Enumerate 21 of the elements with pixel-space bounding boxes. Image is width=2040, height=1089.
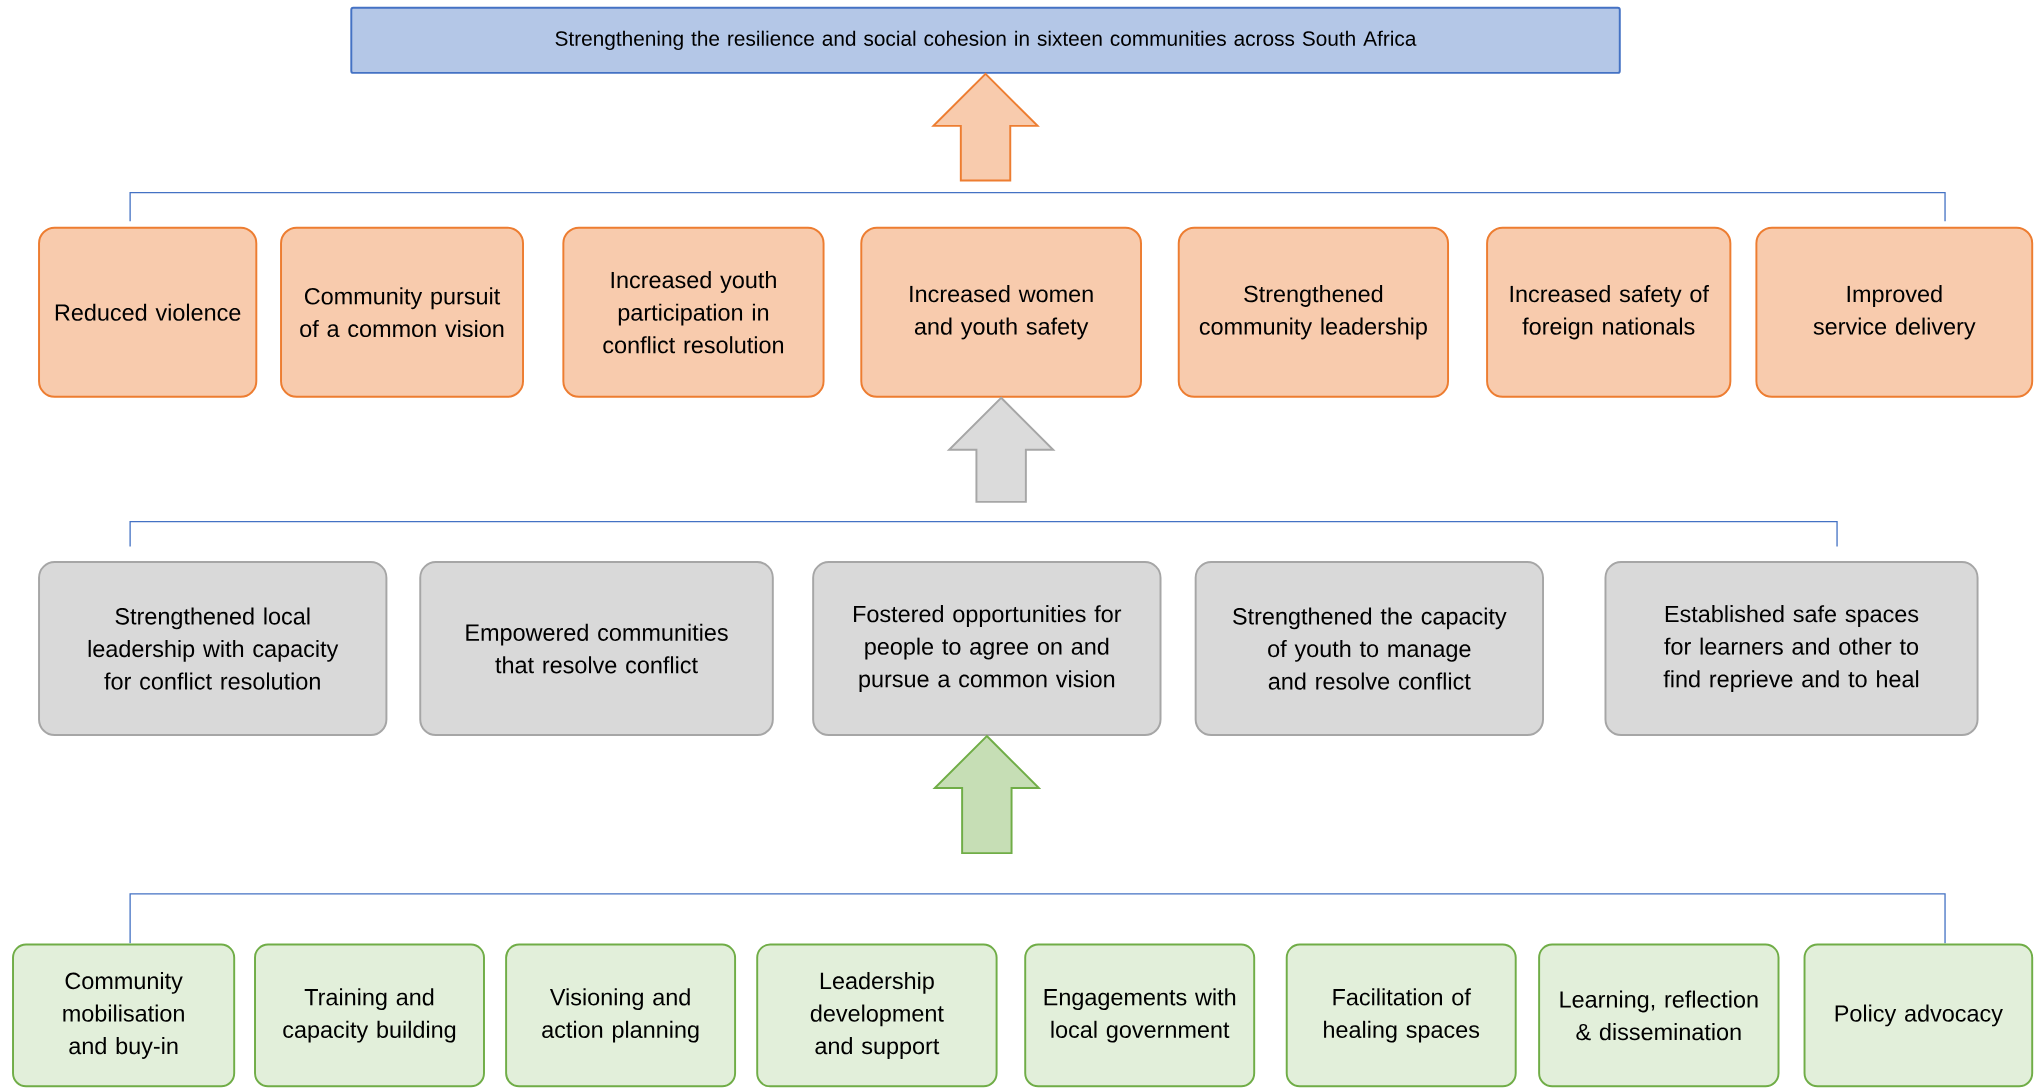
activity-box: Visioning and action planning: [505, 943, 737, 1088]
result-box: Empowered communities that resolve conflict: [419, 561, 774, 737]
activity-box: Learning, reflection & dissemination: [1538, 943, 1780, 1088]
activity-box: Policy advocacy: [1803, 943, 2034, 1088]
outcome-box: Improved service delivery: [1755, 226, 2034, 398]
outcome-box: Reduced violence: [38, 226, 258, 398]
outcome-box: Strengthened community leadership: [1177, 226, 1450, 398]
activity-box: Training and capacity building: [254, 943, 485, 1088]
activity-box: Engagements with local government: [1024, 943, 1256, 1088]
outcome-box: Increased women and youth safety: [860, 226, 1142, 398]
outcome-box: Community pursuit of a common vision: [280, 226, 524, 398]
activity-box: Leadership development and support: [756, 943, 998, 1088]
goal-box: Strengthening the resilience and social cohesion in sixteen communities across South Africa: [350, 6, 1621, 74]
result-box: Strengthened the capacity of youth to manage and resolve conflict: [1194, 561, 1544, 737]
outcome-box: Increased safety of foreign nationals: [1486, 226, 1732, 398]
result-box: Established safe spaces for learners and other to find reprieve and to heal: [1604, 561, 1979, 737]
result-box: Fostered opportunities for people to agree on and pursue a common vision: [812, 561, 1162, 737]
activity-box: Facilitation of healing spaces: [1285, 943, 1517, 1088]
result-box: Strengthened local leadership with capacity for conflict resolution: [38, 561, 388, 737]
outcome-box: Increased youth participation in conflict resolution: [562, 226, 825, 398]
activity-box: Community mobilisation and buy-in: [12, 943, 236, 1088]
